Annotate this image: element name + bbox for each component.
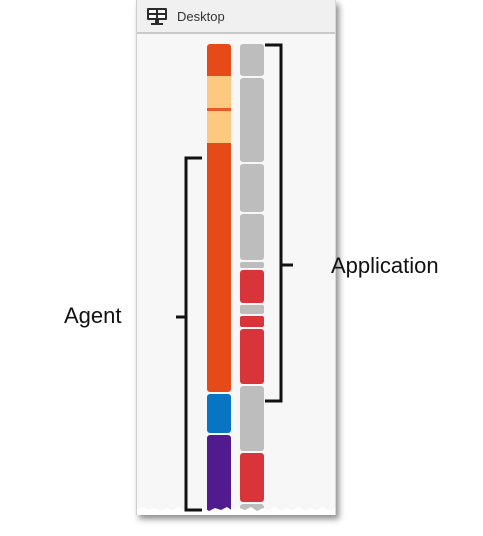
app-segment-gray[interactable] bbox=[240, 214, 264, 260]
application-bracket bbox=[265, 43, 293, 403]
agent-segment-purple[interactable] bbox=[207, 435, 231, 515]
agent-segment-orange-top[interactable] bbox=[207, 44, 231, 76]
agent-segment-blue[interactable] bbox=[207, 394, 231, 433]
agent-segment-divider-line bbox=[207, 108, 231, 111]
app-segment-red[interactable] bbox=[240, 329, 264, 384]
app-segment-gray-small[interactable] bbox=[240, 305, 264, 314]
app-segment-gray-small[interactable] bbox=[240, 262, 264, 268]
agent-label: Agent bbox=[64, 303, 122, 328]
app-segment-red[interactable] bbox=[240, 270, 264, 303]
agent-bracket bbox=[176, 156, 202, 512]
desktop-monitor-icon bbox=[147, 8, 167, 25]
app-segment-red[interactable] bbox=[240, 453, 264, 502]
agent-segment-light-orange-1[interactable] bbox=[207, 76, 231, 108]
application-label: Application bbox=[331, 253, 439, 278]
app-segment-gray[interactable] bbox=[240, 78, 264, 162]
window-titlebar: Desktop bbox=[137, 0, 335, 34]
app-segment-gray[interactable] bbox=[240, 164, 264, 212]
app-segment-gray[interactable] bbox=[240, 44, 264, 76]
agent-segment-orange-main[interactable] bbox=[207, 143, 231, 392]
desktop-window: Desktop bbox=[136, 0, 336, 515]
torn-edge bbox=[137, 507, 335, 515]
window-title: Desktop bbox=[177, 9, 225, 24]
agent-segment-light-orange-2[interactable] bbox=[207, 111, 231, 143]
app-segment-red[interactable] bbox=[240, 316, 264, 327]
app-segment-gray[interactable] bbox=[240, 386, 264, 451]
